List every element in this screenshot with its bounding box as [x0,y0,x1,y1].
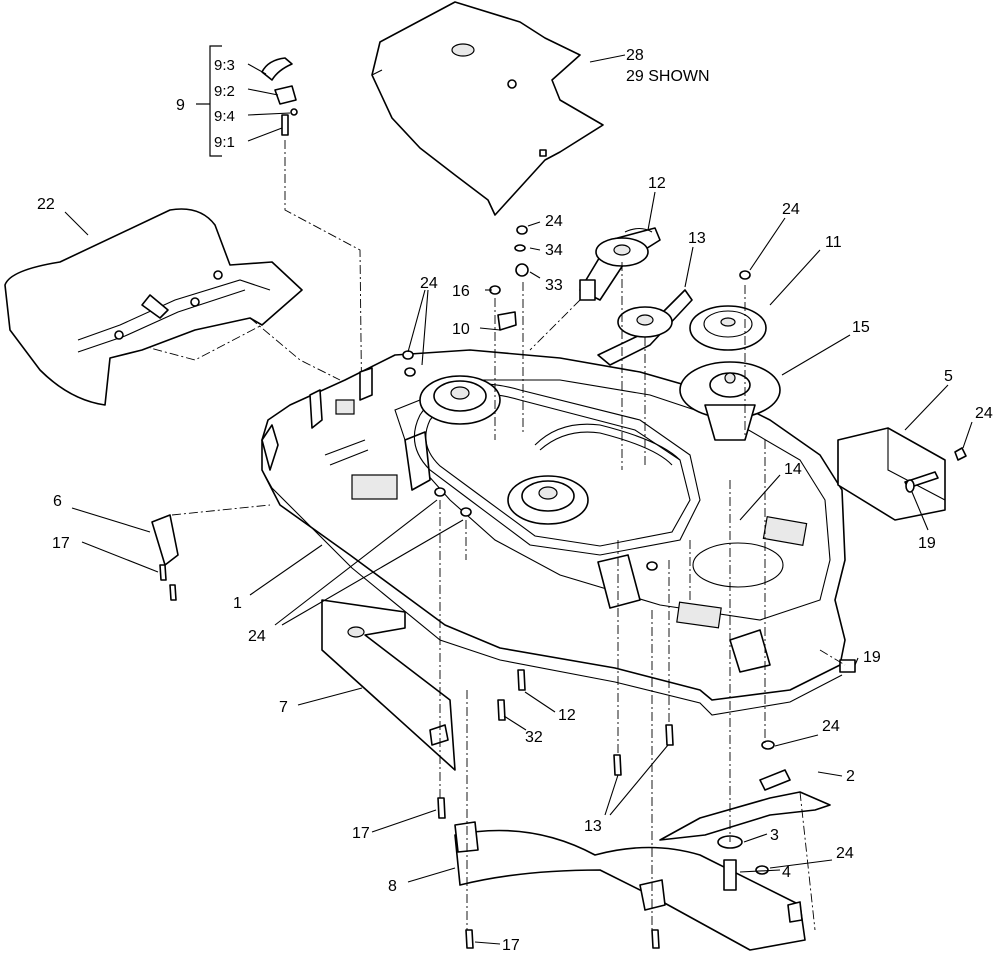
callout-labels: 28 29 SHOWN 9 22 24 24 34 33 16 10 12 13… [37,47,993,954]
callout-2: 2 [846,768,855,785]
assembly-lines [439,262,846,931]
callout-7: 7 [279,699,288,716]
bolts [402,225,856,949]
subassembly-frame: 9:3 9:2 9:4 9:1 [196,45,291,157]
idler-arm-bracket [597,289,693,366]
sub-item-9-2: 9:2 [214,83,235,100]
callout-17-bottom: 17 [502,937,520,954]
cover-plate [371,1,604,216]
callout-15: 15 [852,319,870,336]
belt-cover [4,208,341,406]
callout-4: 4 [782,864,791,881]
callout-12-bottom: 12 [558,707,576,724]
callout-13-top: 13 [688,230,706,247]
callout-13-bottom: 13 [584,818,602,835]
callout-9: 9 [176,97,185,114]
callout-19-bracket: 19 [918,535,936,552]
spindle-assembly [679,361,781,441]
sub-item-9-3: 9:3 [214,57,235,74]
callout-22: 22 [37,196,55,213]
mower-blade [659,769,831,841]
callout-29-shown: 29 SHOWN [626,68,710,85]
side-bracket [151,504,271,601]
callout-24-bracket: 24 [975,405,993,422]
sub-item-9-1: 9:1 [214,134,235,151]
mower-deck [261,349,846,716]
callout-10: 10 [452,321,470,338]
callout-32: 32 [525,729,543,746]
callout-24-deck: 24 [248,628,266,645]
latch-assembly [261,57,363,431]
rear-baffle [454,821,806,951]
callout-24-blade: 24 [822,718,840,735]
callout-34: 34 [545,242,563,259]
front-baffle [321,599,456,771]
callout-6: 6 [53,493,62,510]
callout-16: 16 [452,283,470,300]
callout-3: 3 [770,827,779,844]
callout-leaders [64,54,973,945]
callout-8: 8 [388,878,397,895]
callout-1: 1 [233,595,242,612]
callout-24-pulley: 24 [782,201,800,218]
callout-11: 11 [825,234,842,251]
sub-item-9-4: 9:4 [214,108,235,125]
callout-12-top: 12 [648,175,666,192]
callout-33: 33 [545,277,563,294]
callout-19-deck: 19 [863,649,881,666]
callout-17-side: 17 [52,535,70,552]
center-spindle-pulley [507,475,589,525]
callout-14: 14 [784,461,802,478]
callout-24-blade-bottom: 24 [836,845,854,862]
rear-bracket [837,427,967,521]
callout-24-left-bolts: 24 [420,275,438,292]
left-spindle-pulley [419,375,501,425]
callout-28: 28 [626,47,644,64]
callout-5: 5 [944,368,953,385]
callout-24-top-nut: 24 [545,213,563,230]
idler-pulley-arm [579,227,661,301]
callout-17-baffle: 17 [352,825,370,842]
blade-hardware [717,740,775,891]
drive-pulley [689,305,767,351]
